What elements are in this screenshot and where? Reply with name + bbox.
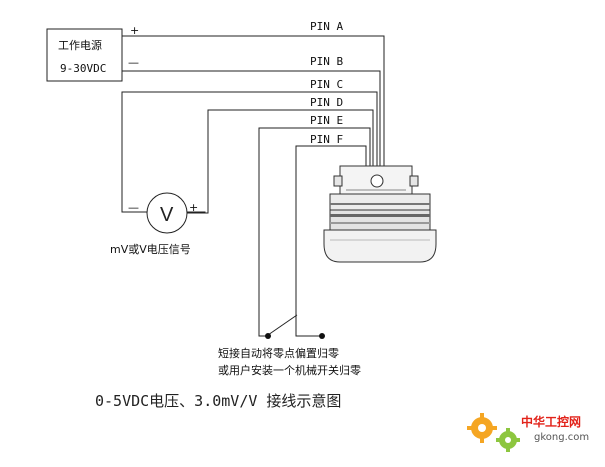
wire-pin-a — [122, 35, 385, 168]
switch-note-line2: 或用户安装一个机械开关归零 — [218, 363, 361, 377]
voltmeter-icon — [146, 192, 188, 234]
switch-lever — [267, 314, 298, 336]
voltmeter-symbol: V — [160, 204, 174, 226]
switch-contact-right — [319, 333, 325, 339]
power-minus-sign: — — [128, 56, 139, 69]
pin-label-b: PIN B — [310, 55, 343, 68]
diagram-caption: 0-5VDC电压、3.0mV/V 接线示意图 — [95, 392, 341, 410]
pin-label-d: PIN D — [310, 96, 343, 109]
pin-label-e: PIN E — [310, 114, 343, 127]
voltmeter-label: mV或V电压信号 — [110, 243, 191, 256]
pin-label-f: PIN F — [310, 133, 343, 146]
voltmeter-minus: — — [128, 201, 139, 214]
pin-label-c: PIN C — [310, 78, 343, 91]
wire-pin-c — [121, 91, 378, 213]
pressure-sensor-icon — [323, 165, 437, 263]
power-supply-voltage: 9-30VDC — [60, 62, 106, 75]
switch-note-line1: 短接自动将零点偏置归零 — [218, 346, 339, 360]
pin-label-a: PIN A — [310, 20, 343, 33]
gkong-logo — [467, 413, 520, 452]
voltmeter-plus: + — [189, 201, 198, 214]
power-plus-sign: + — [130, 24, 139, 37]
watermark-cn: 中华工控网 — [521, 414, 581, 429]
switch-contact-left — [265, 333, 271, 339]
watermark-url: gkong.com — [534, 432, 589, 443]
wire-pin-b — [122, 70, 381, 168]
wire-pin-f — [295, 145, 367, 337]
wire-pin-e — [258, 127, 371, 337]
power-supply-box — [46, 28, 123, 82]
power-supply-title: 工作电源 — [58, 38, 102, 52]
